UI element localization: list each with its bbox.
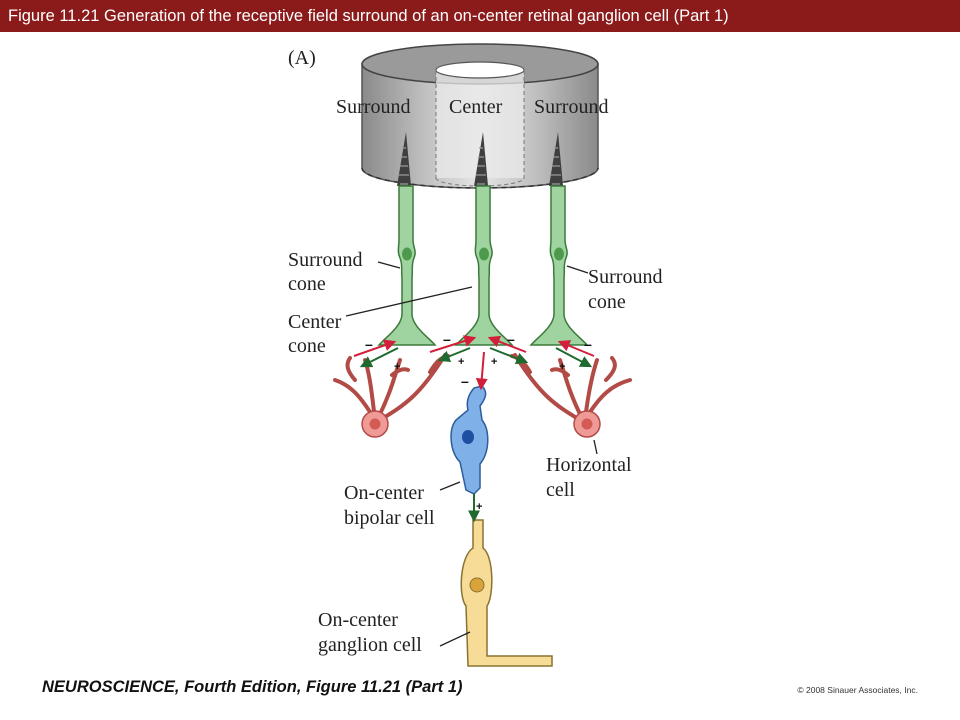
center-cone (454, 132, 514, 346)
bipolar-cell-label-1: On-center (344, 482, 424, 504)
sign-minus-3: – (507, 331, 515, 347)
sign-minus-1: – (365, 336, 373, 352)
horizontal-cell-label-2: cell (546, 479, 575, 501)
sign-plus-4: + (559, 361, 565, 373)
bipolar-cell-label-2: bipolar cell (344, 507, 435, 529)
sign-minus-2: – (443, 331, 451, 347)
on-center-bipolar-cell (450, 385, 489, 495)
receptive-field-diagram: (A) Surround Center Surround (288, 43, 662, 667)
field-label-surround-right: Surround (534, 96, 608, 118)
horizontal-cell-right (510, 353, 632, 438)
surround-cone-right-label-1: Surround (588, 266, 662, 288)
center-cone-label-2: cone (288, 335, 326, 357)
sign-minus-4: – (584, 336, 592, 352)
field-label-surround-left: Surround (336, 96, 410, 118)
horizontal-cell-label-1: Horizontal (546, 454, 632, 476)
surround-cone-left (377, 132, 437, 346)
sign-plus-1: + (394, 361, 400, 373)
panel-label: (A) (288, 47, 316, 69)
sign-plus-3: + (491, 356, 497, 368)
surround-cone-left-label-2: cone (288, 273, 326, 295)
copyright-notice: © 2008 Sinauer Associates, Inc. (797, 685, 918, 695)
leader-lines (345, 261, 598, 647)
ganglion-cell-label-2: ganglion cell (318, 634, 422, 656)
sign-plus-5: + (476, 501, 482, 513)
synapse-arrows (353, 335, 595, 523)
surround-cone-left-label-1: Surround (288, 249, 362, 271)
sign-minus-5: – (461, 373, 469, 389)
book-credit: NEUROSCIENCE, Fourth Edition, Figure 11.… (42, 678, 463, 696)
horizontal-cell-left (333, 353, 450, 438)
slide-title: Figure 11.21 Generation of the receptive… (0, 0, 960, 32)
center-cone-label-1: Center (288, 311, 342, 333)
sign-plus-2: + (458, 356, 464, 368)
surround-cone-right-label-2: cone (588, 291, 626, 313)
ganglion-cell-label-1: On-center (318, 609, 398, 631)
surround-cone-right (529, 132, 589, 346)
field-label-center: Center (449, 96, 503, 118)
receptive-field-cylinder (361, 43, 599, 189)
on-center-ganglion-cell (460, 519, 553, 667)
